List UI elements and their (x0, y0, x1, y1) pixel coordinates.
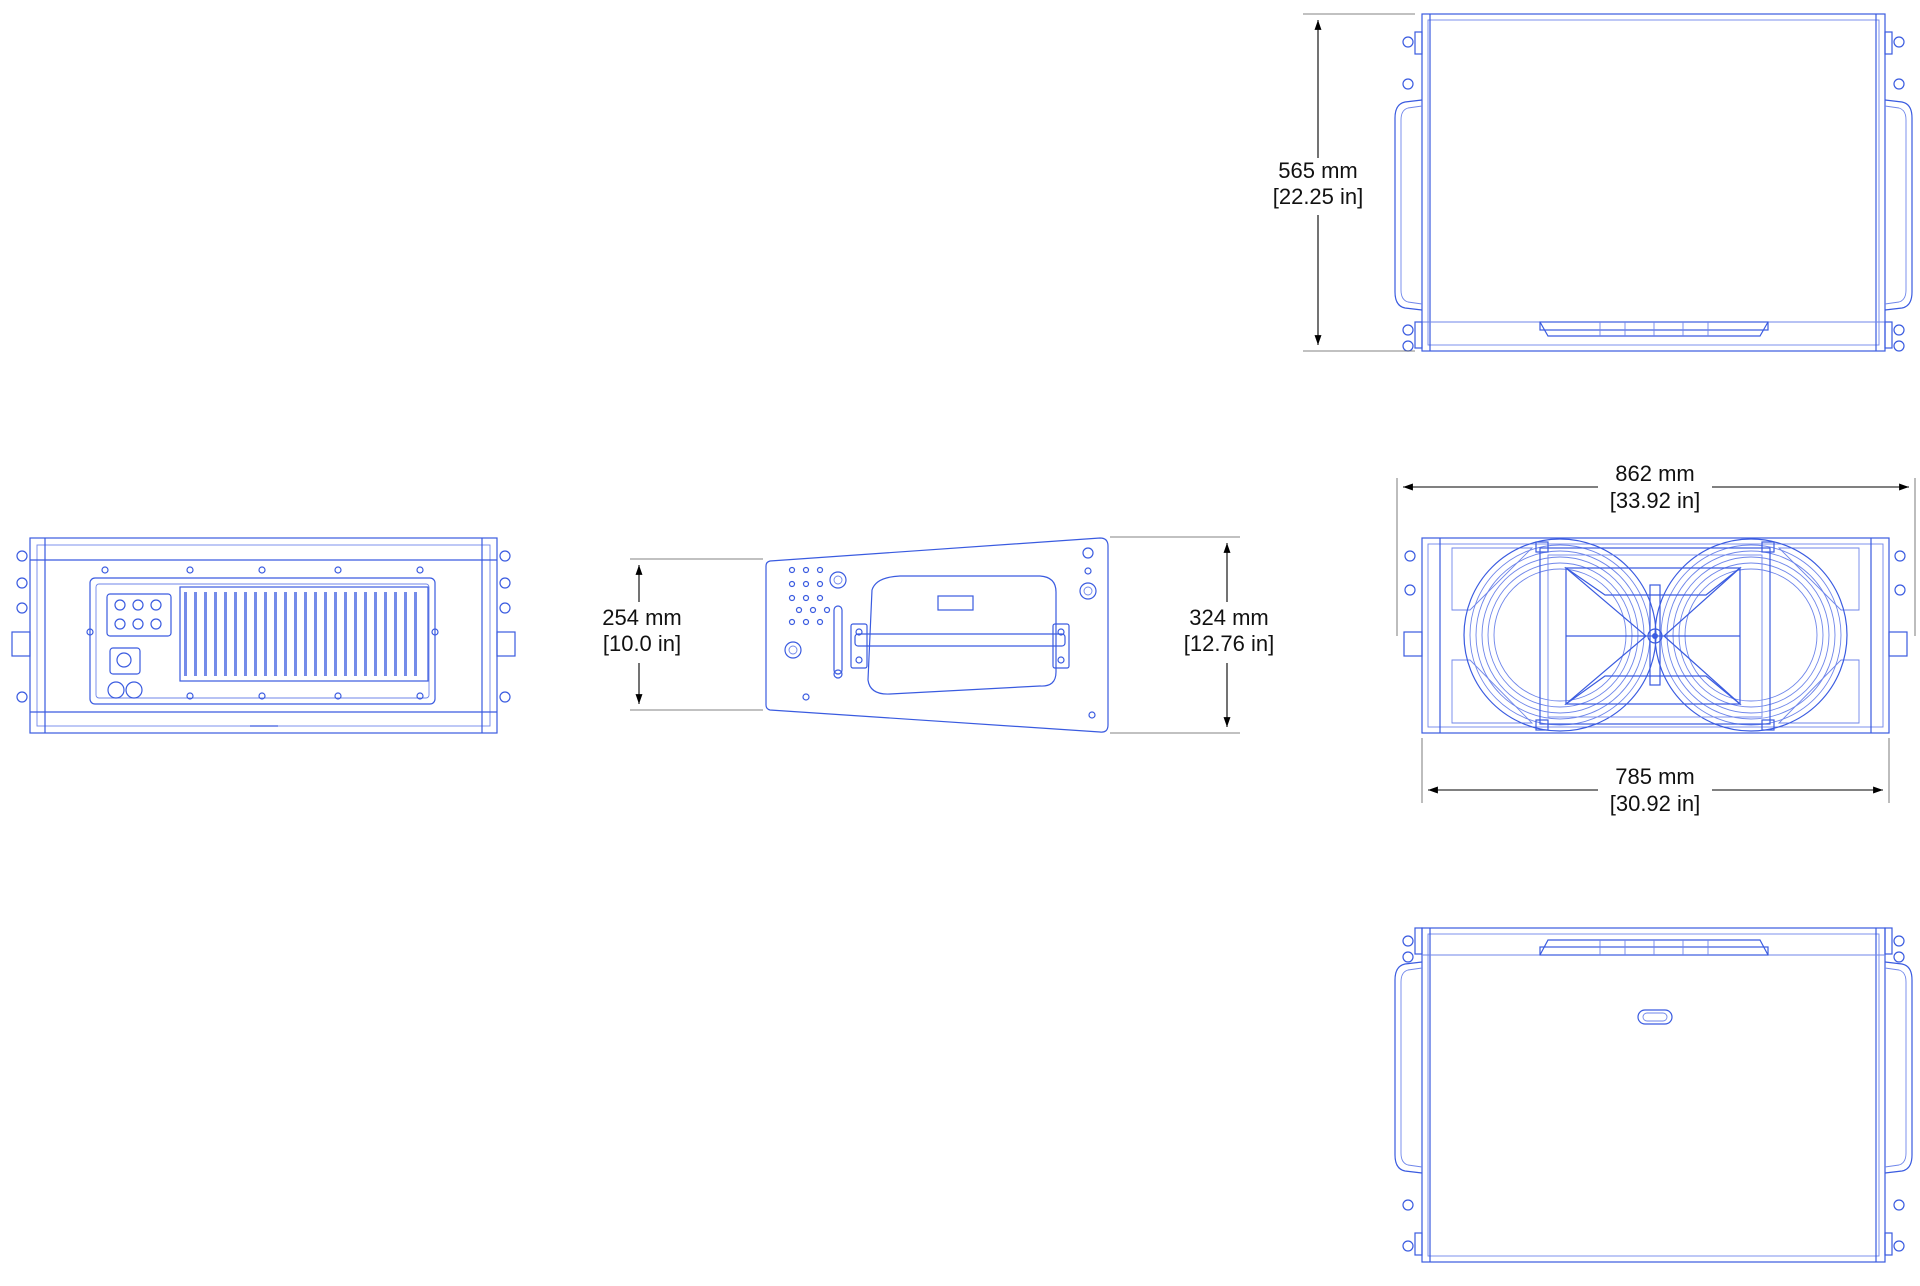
dim-324-in: [12.76 in] (1184, 631, 1275, 656)
dimension-side-rear: 254 mm [10.0 in] (602, 558, 763, 711)
dim-862-in: [33.92 in] (1610, 488, 1701, 513)
front-view (1403, 537, 1908, 734)
heatsink-fins (184, 592, 417, 676)
top-view (1394, 13, 1913, 352)
rigging-pins (1402, 31, 1905, 352)
rear-view (11, 537, 516, 734)
dim-785-mm: 785 mm (1615, 764, 1694, 789)
dim-565-in: [22.25 in] (1273, 184, 1364, 209)
dim-785-in: [30.92 in] (1610, 791, 1701, 816)
dim-254-in: [10.0 in] (603, 631, 681, 656)
dimension-side-front: 324 mm [12.76 in] (1110, 536, 1275, 734)
side-hole-pattern (788, 566, 831, 626)
dim-862-mm: 862 mm (1615, 461, 1694, 486)
side-view (765, 537, 1109, 733)
dimension-height-top: 565 mm [22.25 in] (1273, 13, 1415, 352)
bottom-view (1394, 927, 1913, 1263)
dim-254-mm: 254 mm (602, 605, 681, 630)
dim-324-mm: 324 mm (1189, 605, 1268, 630)
dimension-width-cabinet: 785 mm [30.92 in] (1421, 738, 1890, 816)
dimension-width-overall: 862 mm [33.92 in] (1396, 461, 1916, 636)
dim-565-mm: 565 mm (1278, 158, 1357, 183)
